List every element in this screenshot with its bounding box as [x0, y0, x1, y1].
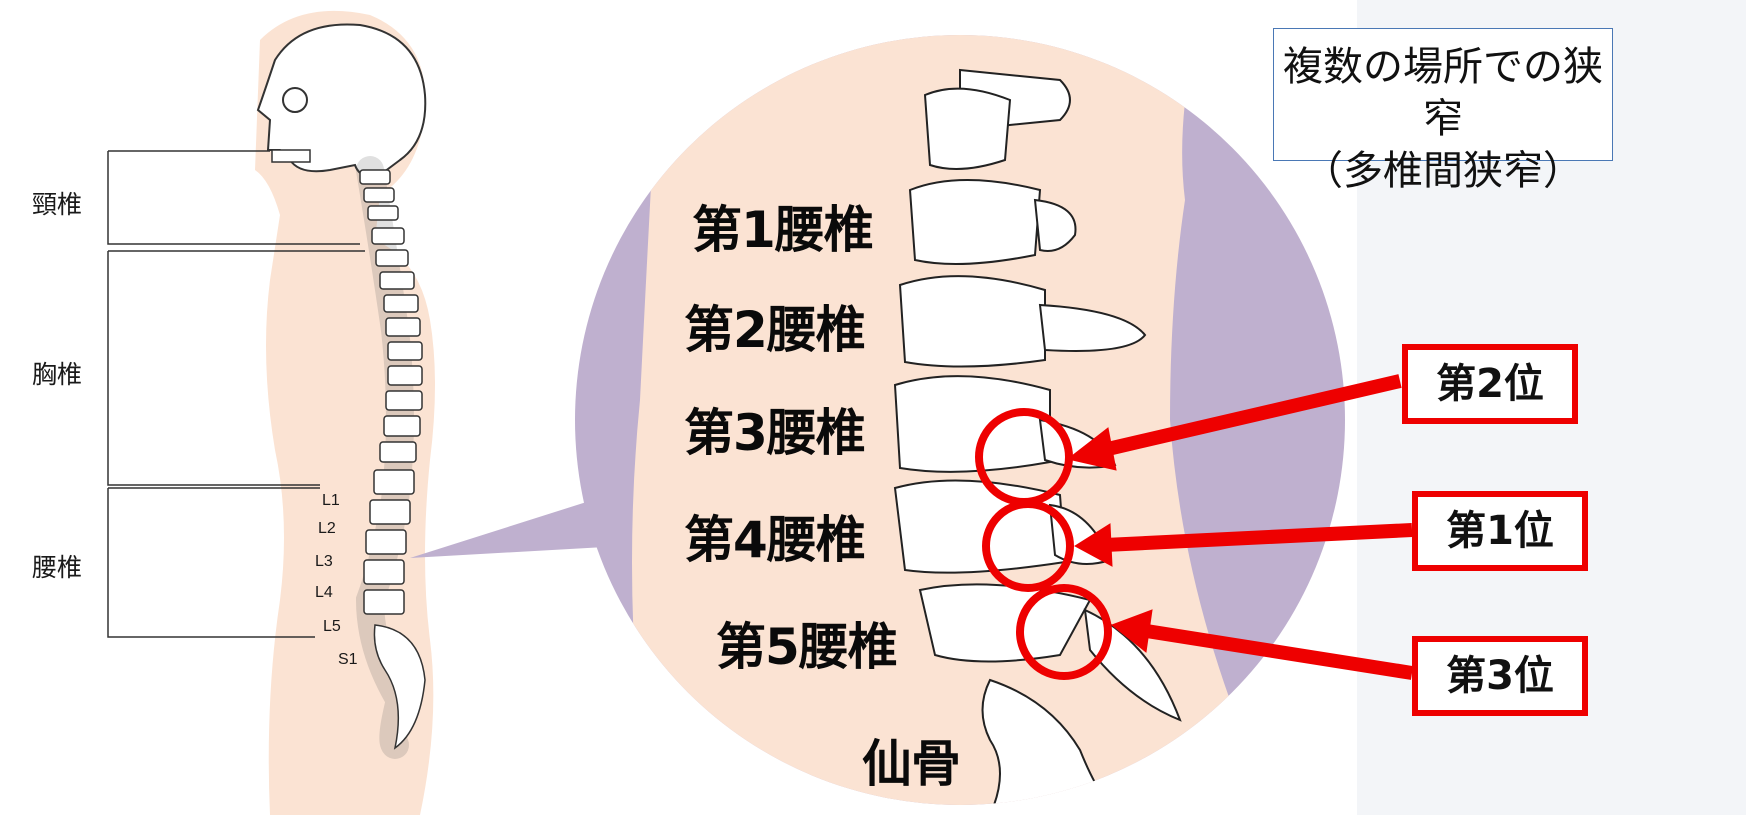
vertebra-stack — [359, 169, 423, 615]
skull-eye-icon — [282, 87, 308, 113]
vertebra-label: L3 — [315, 553, 333, 570]
stenosis-markers — [975, 408, 1112, 680]
region-brackets — [107, 150, 365, 638]
rank-box-first: 第1位 — [1412, 491, 1588, 571]
lumbar-label-1: 第1腰椎 — [692, 201, 874, 259]
region-label-cervical: 頸椎 — [32, 190, 83, 219]
skull-icon — [256, 23, 427, 178]
title-box: 複数の場所での狭窄 （多椎間狭窄） — [1273, 28, 1613, 194]
lumbar-label-3: 第3腰椎 — [684, 404, 866, 462]
lumbar-label-5: 第5腰椎 — [716, 618, 898, 676]
vertebra-label: L5 — [323, 618, 341, 635]
zoom-wedge — [410, 485, 640, 558]
region-label-lumbar: 腰椎 — [32, 553, 83, 582]
rank-box-third: 第3位 — [1412, 636, 1588, 716]
rank-box-second: 第2位 — [1402, 344, 1578, 424]
vertebra-label: L1 — [322, 492, 340, 509]
title-line-2: （多椎間狭窄） — [1303, 148, 1583, 194]
teeth-icon — [271, 149, 311, 163]
sacrum-icon — [373, 624, 426, 750]
marker-third — [1016, 584, 1112, 680]
marker-first — [982, 500, 1074, 592]
vertebra-label: S1 — [338, 651, 358, 668]
rank-arrows — [1066, 374, 1414, 680]
vertebra-label: L2 — [318, 520, 336, 537]
vertebra-label: L4 — [315, 584, 333, 601]
lumbar-label-2: 第2腰椎 — [684, 301, 866, 359]
sacrum-label: 仙骨 — [862, 735, 961, 793]
lumbar-label-4: 第4腰椎 — [684, 511, 866, 569]
region-label-thoracic: 胸椎 — [32, 360, 83, 389]
title-line-1: 複数の場所での狭窄 — [1283, 44, 1603, 142]
